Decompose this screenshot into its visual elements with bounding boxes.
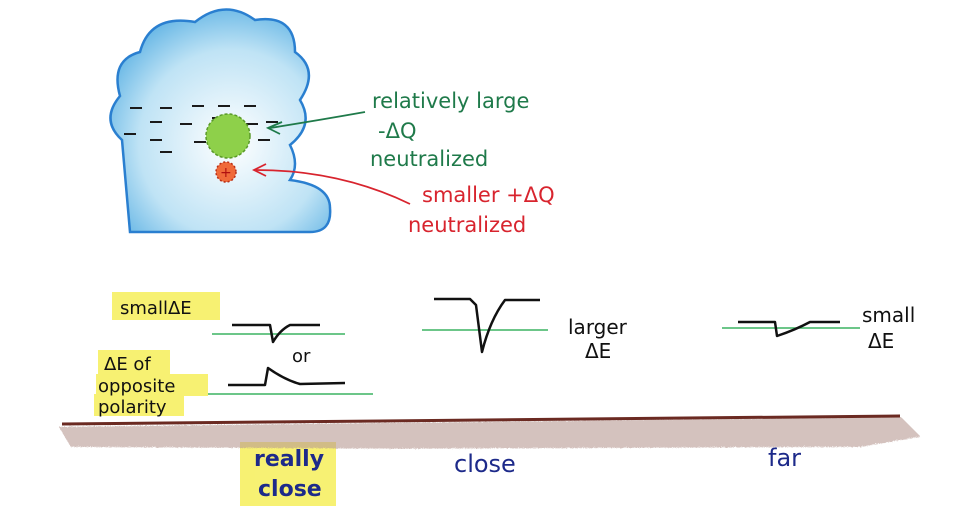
small-delta-e: ΔE bbox=[868, 329, 894, 353]
red-arrow bbox=[255, 169, 411, 205]
close-label: close bbox=[454, 450, 516, 478]
positive-charge-region bbox=[215, 161, 237, 183]
neg-label-line3: neutralized bbox=[370, 147, 488, 171]
signal-really-close-positive bbox=[228, 366, 346, 387]
pos-label-line2: neutralized bbox=[408, 213, 526, 237]
small-label: small bbox=[862, 303, 915, 327]
highlights bbox=[94, 292, 336, 506]
signal-close bbox=[434, 297, 540, 354]
opposite-label-line2: opposite bbox=[98, 376, 175, 397]
far-label: far bbox=[768, 444, 801, 472]
green-arrow bbox=[269, 111, 366, 129]
really-close-line1: really bbox=[254, 447, 324, 472]
signal-really-close-negative bbox=[232, 323, 320, 344]
larger-label: larger bbox=[568, 315, 628, 339]
signal-far bbox=[738, 320, 840, 338]
really-close-line2: close bbox=[258, 477, 322, 502]
opposite-label-line3: polarity bbox=[98, 397, 167, 418]
larger-delta-e: ΔE bbox=[585, 339, 611, 363]
negative-charge-region bbox=[205, 113, 251, 159]
neg-label-line1: relatively large bbox=[372, 89, 529, 113]
pos-label-line1: smaller +ΔQ bbox=[422, 183, 555, 207]
or-label: or bbox=[292, 346, 311, 367]
plus-sign: + bbox=[220, 165, 232, 181]
neg-label-line2: -ΔQ bbox=[378, 119, 416, 143]
opposite-label-line1: ΔE of bbox=[104, 354, 151, 375]
small-delta-e-label: smallΔE bbox=[120, 298, 192, 319]
ground bbox=[58, 414, 920, 448]
